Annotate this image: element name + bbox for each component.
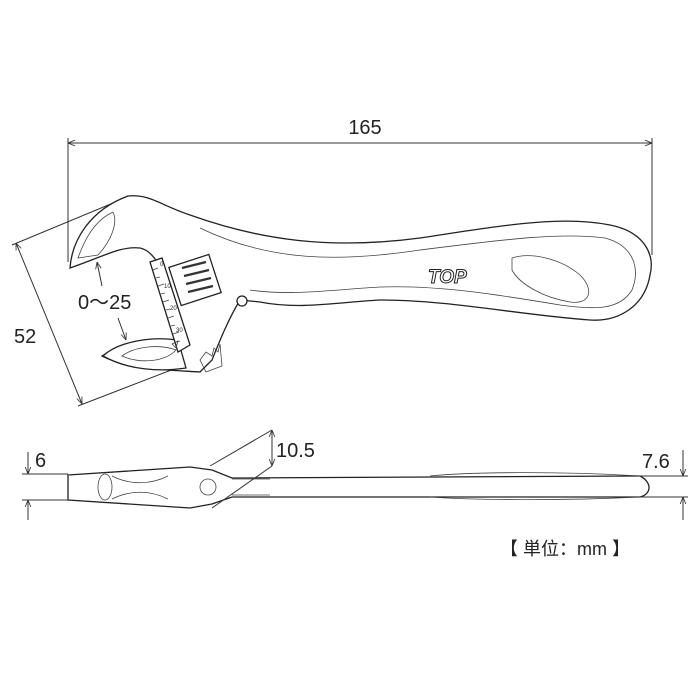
scale-mark-10: 10: [164, 284, 171, 290]
upper-jaw-recess: [77, 211, 116, 259]
head-width-label: 52: [14, 326, 36, 348]
head-thickness-label: 10.5: [276, 440, 315, 462]
wrench-side-view: [67, 466, 650, 509]
handle-thickness-label: 7.6: [642, 451, 670, 473]
jaw-opening-dimension: 0～25: [78, 262, 131, 340]
worm-gear-icon: [168, 253, 222, 307]
scale-ticks: [152, 267, 181, 343]
scale-mark-30: 30: [176, 328, 183, 334]
length-dimension: 165: [67, 117, 653, 262]
head-thickness-dimension: 10.5: [209, 429, 315, 509]
lower-jaw-recess: [121, 346, 177, 362]
handle-thickness-dimension: 7.6: [640, 450, 688, 520]
jaw-thickness-label: 6: [35, 450, 46, 472]
length-label: 165: [348, 117, 381, 139]
lower-jaw: [101, 338, 187, 371]
rack-teeth: [199, 343, 223, 373]
side-body-outline: [67, 466, 650, 509]
handle-recess: [511, 255, 590, 303]
scale-mark-20: 20: [170, 306, 177, 312]
scale-pointer-icon: [171, 340, 179, 349]
handle-inner-outline: [199, 227, 636, 309]
pivot-pin-icon: [236, 295, 248, 307]
jaw-thickness-dimension: 6: [22, 450, 68, 520]
unit-label: 【 単位：mm 】: [500, 539, 630, 559]
scale-mark-0: 0: [160, 262, 164, 268]
brand-logo: TOP: [428, 267, 467, 288]
jaw-opening-label: 0～25: [78, 292, 131, 314]
jaw-slide-scale: [149, 257, 191, 353]
wrench-top-view: 0 10 20 30 TOP: [69, 195, 652, 373]
